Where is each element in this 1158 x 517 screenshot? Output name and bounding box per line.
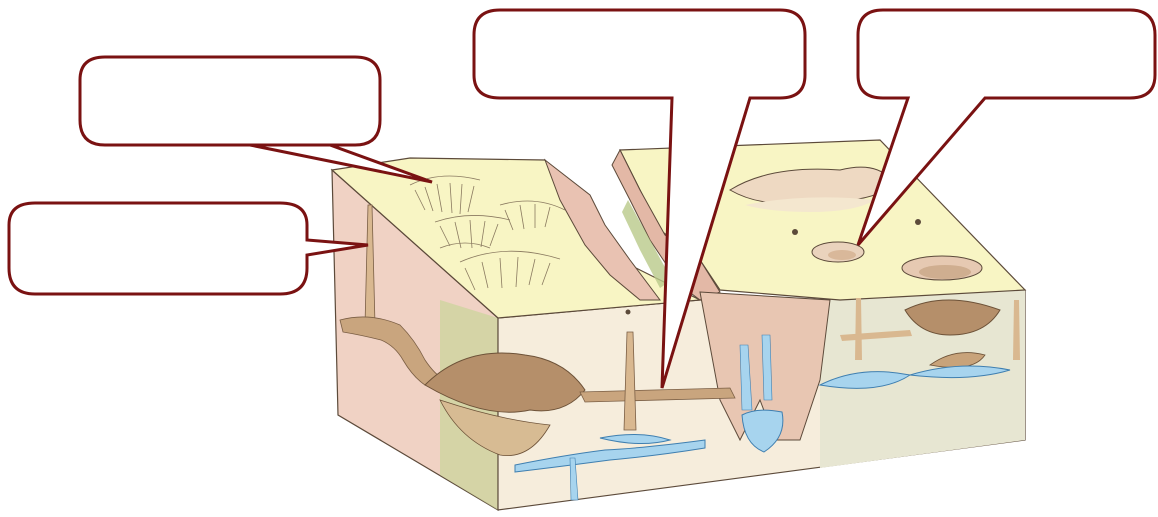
ponor-3 bbox=[626, 310, 631, 315]
callout-1 bbox=[80, 57, 432, 182]
doline-2-floor bbox=[919, 265, 971, 279]
ponor-1 bbox=[792, 229, 798, 235]
doline-1-floor bbox=[828, 250, 856, 260]
shaft-right-1 bbox=[855, 298, 862, 360]
ponor-2 bbox=[915, 219, 921, 225]
shaft-right-2 bbox=[1013, 300, 1020, 360]
callout-2 bbox=[9, 203, 368, 294]
